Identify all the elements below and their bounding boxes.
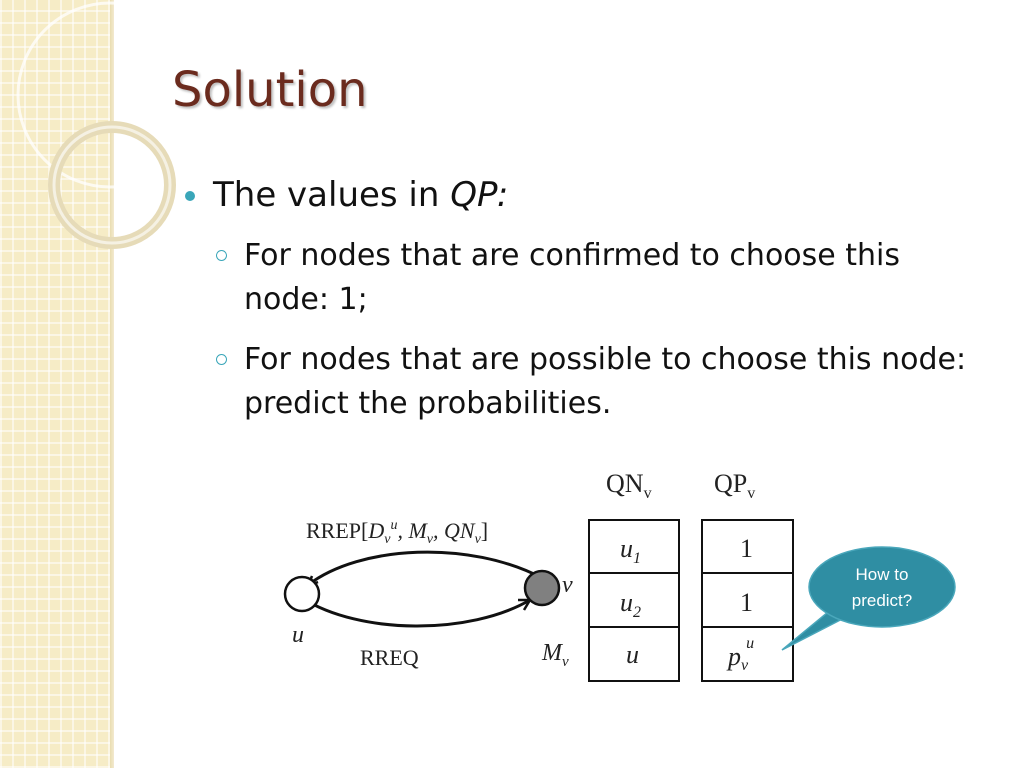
rreq-arc (301, 596, 531, 628)
subbullet-2-text: For nodes that are possible to choose th… (244, 342, 967, 421)
callout-line-2: predict? (852, 591, 912, 610)
decorative-circles (16, 1, 180, 249)
callout-bubble: How to predict? (781, 546, 956, 651)
bullet-prefix: The values in (213, 175, 451, 215)
qp-cell-2: 1 (740, 588, 753, 617)
subbullet-ring-icon (216, 354, 227, 365)
slide-title: Solution (172, 62, 368, 118)
qn-table: u1 u2 u (588, 519, 680, 682)
qn-cell-2: u2 (620, 588, 641, 621)
qn-cell-3: u (626, 640, 639, 669)
qp-cell-3: pvu (726, 635, 754, 674)
node-u (283, 575, 321, 613)
qn-cell-1: u1 (620, 534, 641, 567)
subbullet-ring-icon (216, 250, 227, 261)
subbullet-1-text: For nodes that are confirmed to choose t… (244, 238, 901, 317)
bullet-dot-icon (185, 191, 195, 201)
mv-label: Mv (541, 640, 569, 670)
callout-line-1: How to (856, 565, 909, 584)
rreq-label: RREQ (360, 645, 419, 670)
node-v (523, 569, 561, 607)
bullet-suffix: : (496, 175, 509, 215)
bullet-main-text: The values in QP: (213, 175, 508, 215)
qn-header: QNv (606, 469, 652, 502)
sidebar-edge (110, 0, 114, 768)
qp-header: QPv (714, 469, 755, 502)
qp-table: 1 1 pvu (701, 519, 794, 682)
bullet-emph: QP (450, 175, 497, 215)
rrep-label: RREP[Dvu, Mv, QNv] (306, 518, 488, 547)
qp-cell-1: 1 (740, 534, 753, 563)
node-v-label: v (562, 572, 573, 598)
node-u-label: u (292, 622, 304, 648)
rrep-arc (307, 550, 543, 587)
